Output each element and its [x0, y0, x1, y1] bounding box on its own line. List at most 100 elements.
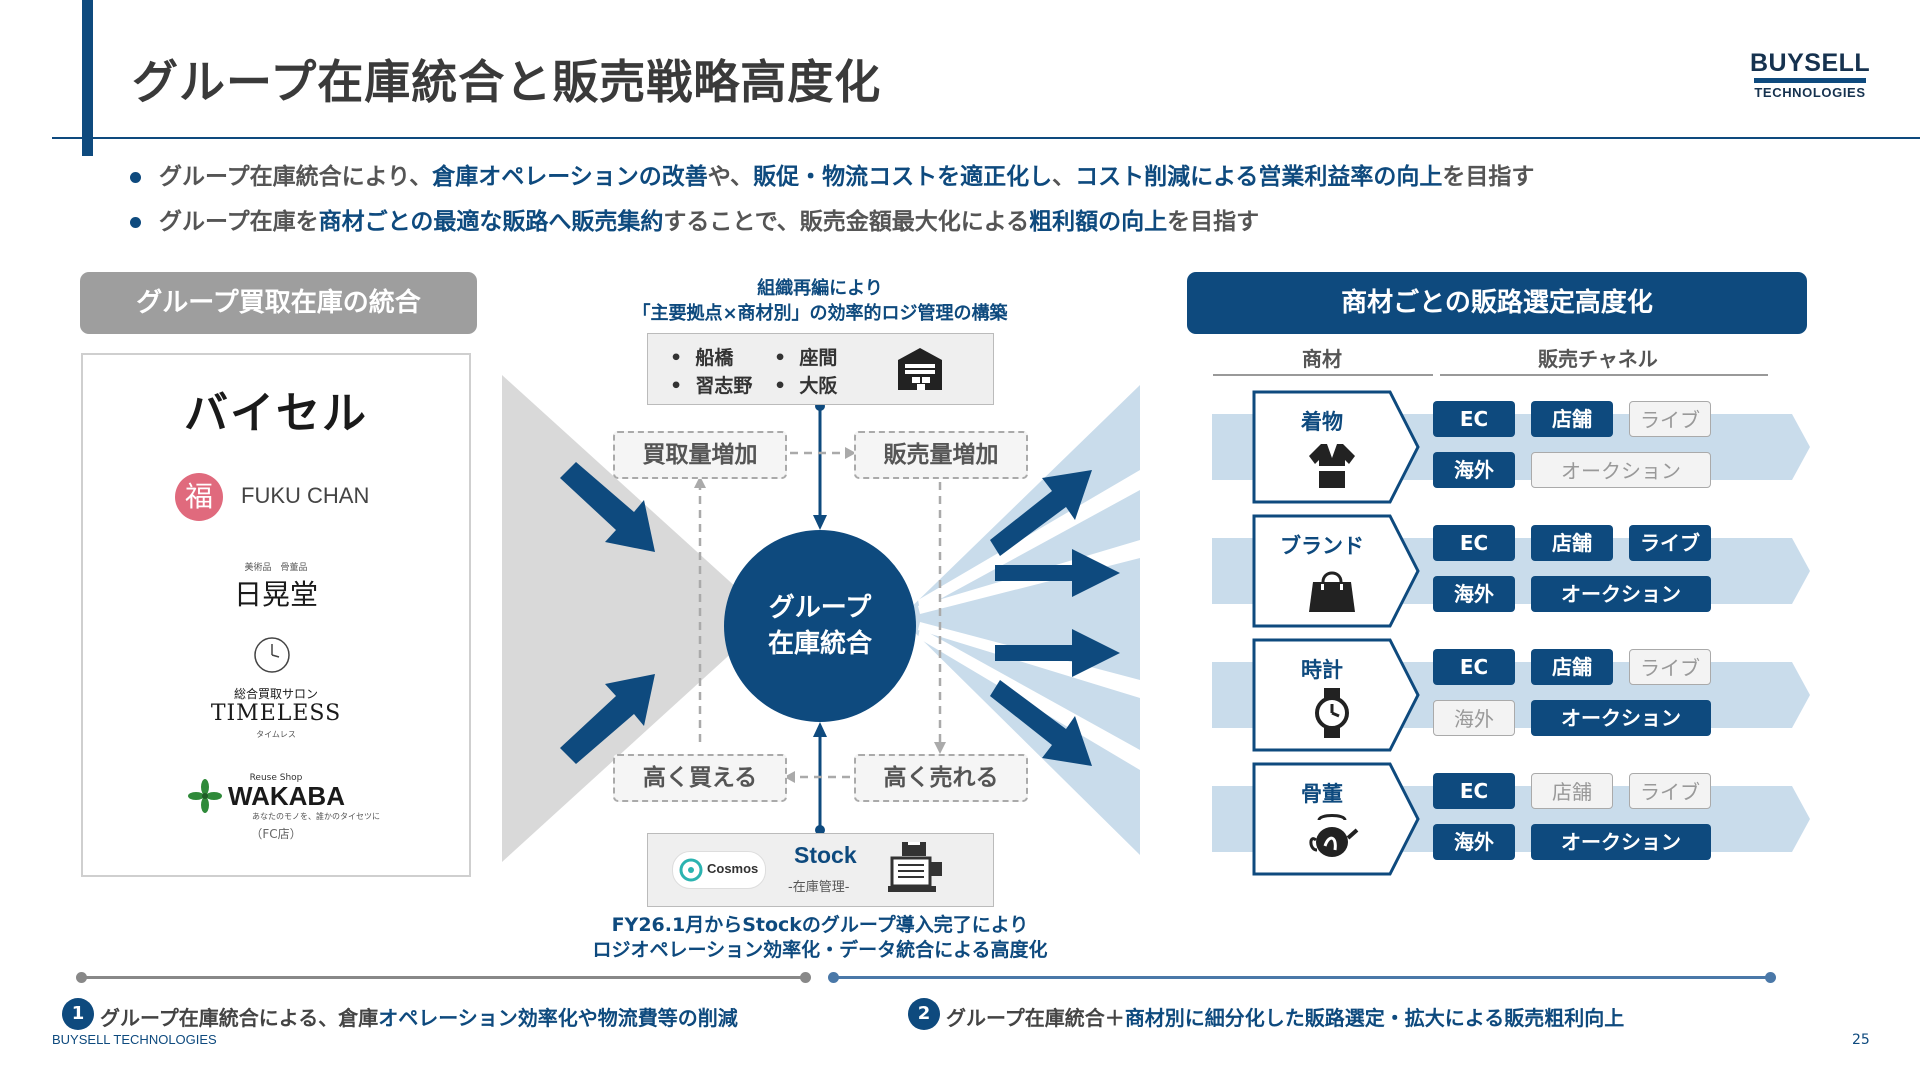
location-item: • 船橋: [670, 347, 734, 369]
reorg-note: 組織再編により 「主要拠点×商材別」の効率的ロジ管理の構築: [560, 276, 1080, 326]
bullet-text: することで、販売金額最大化による: [663, 209, 1030, 235]
bullet-highlight: コスト削減による営業利益率の向上: [1075, 164, 1443, 190]
title-accent-bar: [82, 0, 93, 156]
footer-line-1: [80, 976, 808, 979]
bullet-text: グループ在庫を: [159, 209, 319, 235]
reorg-note-line2: 「主要拠点×商材別」の効率的ロジ管理の構築: [632, 303, 1008, 324]
cosmos-label: Cosmos: [707, 861, 759, 876]
wakaba-logo: WAKABA: [228, 781, 345, 811]
bullet-text: 、: [1052, 164, 1076, 190]
inbound-arrows: [560, 462, 655, 764]
footer-line-1-dot: [76, 972, 87, 983]
wakaba-subtitle: あなたのモノを、誰かのタイセツに: [252, 812, 380, 821]
location-item: • 座間: [774, 347, 838, 369]
right-section-header: 商材ごとの販路選定高度化: [1187, 272, 1807, 334]
bullet-text: グループ在庫統合により、: [159, 164, 433, 190]
bullet-dot: [130, 172, 141, 183]
product-name: ブランド: [1280, 534, 1364, 558]
channel-chip-store: 店舗: [1531, 525, 1613, 561]
product-name: 時計: [1301, 658, 1343, 682]
sell-volume-up-box: 販売量増加: [854, 431, 1028, 479]
watch-icon: [1305, 686, 1359, 744]
channel-chip-store: 店舗: [1531, 649, 1613, 685]
cosmos-badge: Cosmos: [672, 851, 766, 889]
clock-icon: [252, 635, 292, 679]
timeless-tagline: 総合買取サロン: [233, 687, 318, 701]
nikkodo-tagline: 美術品 骨董品: [244, 563, 308, 573]
stock-system-box: Cosmos Stock -在庫管理-: [647, 833, 994, 907]
company-logo: BUYSELL TECHNOLOGIES: [1750, 50, 1870, 100]
channel-chip-live: ライブ: [1629, 773, 1711, 809]
product-name: 骨董: [1301, 782, 1343, 806]
product-name: 着物: [1301, 410, 1343, 434]
cosmos-icon: [679, 858, 703, 882]
bullet-highlight: 倉庫オペレーションの改善: [432, 164, 708, 190]
inventory-laptop-icon: [886, 840, 946, 904]
page-number: 25: [1852, 1032, 1870, 1048]
bullet-highlight: 商材ごとの最適な販路へ販売集約: [318, 209, 664, 235]
footer-line-1-dot: [800, 972, 811, 983]
logo-text-buysell: BUYSELL: [1750, 49, 1871, 77]
stock-sublabel: -在庫管理-: [788, 880, 850, 895]
page-title: グループ在庫統合と販売戦略高度化: [132, 55, 882, 109]
circle-line1: グループ: [768, 593, 872, 623]
channel-chip-overseas: 海外: [1433, 700, 1515, 736]
leaf-icon: [188, 779, 222, 817]
product-header-rule: [1213, 374, 1433, 376]
location-item: • 大阪: [774, 375, 838, 397]
footer-point-1: グループ在庫統合による、倉庫オペレーション効率化や物流費等の削減: [100, 1006, 738, 1030]
footer-point-2: グループ在庫統合＋商材別に細分化した販路選定・拡大による販売粗利向上: [946, 1006, 1625, 1030]
footer-line-2: [832, 976, 1772, 979]
bullet-2: グループ在庫を商材ごとの最適な販路へ販売集約することで、販売金額最大化による粗利…: [130, 202, 1259, 236]
reorg-note-line1: 組織再編により: [757, 278, 883, 299]
teapot-icon: [1305, 810, 1359, 868]
timeless-logo: TIMELESS: [210, 701, 342, 726]
left-section-header: グループ買取在庫の統合: [80, 272, 477, 334]
channel-chip-ec: EC: [1433, 773, 1515, 809]
channel-row: ブランド EC 店舗ライブ海外オークション: [0, 514, 1920, 634]
footer-line-2-dot: [828, 972, 839, 983]
channel-chip-overseas: 海外: [1433, 824, 1515, 860]
stock-note: FY26.1月からStockのグループ導入完了により ロジオペレーション効率化・…: [560, 913, 1080, 963]
channel-chip-auction: オークション: [1531, 824, 1711, 860]
channel-row: 骨董 EC 店舗ライブ海外オークション: [0, 762, 1920, 882]
channel-chip-live: ライブ: [1629, 401, 1711, 437]
stock-note-line1: FY26.1月からStockのグループ導入完了により: [611, 914, 1029, 936]
channel-chip-auction: オークション: [1531, 700, 1711, 736]
footer-number-2: 2: [908, 998, 940, 1030]
timeless-kana: タイムレス: [256, 730, 296, 739]
footer-number-1: 1: [62, 998, 94, 1030]
channel-chip-store: 店舗: [1531, 773, 1613, 809]
channel-chip-store: 店舗: [1531, 401, 1613, 437]
fukuchan-logo: FUKU CHAN: [241, 483, 370, 508]
footer-company: BUYSELL TECHNOLOGIES: [52, 1032, 217, 1047]
channel-column-header: 販売チャネル: [1538, 347, 1658, 371]
outbound-arrows: [990, 470, 1120, 766]
channel-chip-overseas: 海外: [1433, 576, 1515, 612]
channel-chip-auction: オークション: [1531, 576, 1711, 612]
title-divider: [52, 137, 1920, 139]
sell-high-box: 高く売れる: [854, 754, 1028, 802]
buy-high-box: 高く買える: [613, 754, 787, 802]
circle-line2: 在庫統合: [767, 629, 872, 659]
stock-label: Stock: [794, 842, 857, 868]
channel-chip-live: ライブ: [1629, 525, 1711, 561]
bullet-1: グループ在庫統合により、倉庫オペレーションの改善や、販促・物流コストを適正化し、…: [130, 157, 1534, 191]
channel-chip-live: ライブ: [1629, 649, 1711, 685]
bag-icon: [1305, 562, 1359, 620]
footer-line-2-dot: [1765, 972, 1776, 983]
stock-note-line2: ロジオペレーション効率化・データ統合による高度化: [592, 939, 1048, 961]
wakaba-fc-note: （FC店）: [250, 827, 302, 841]
location-item: • 習志野: [670, 375, 753, 397]
logo-text-technologies: TECHNOLOGIES: [1754, 85, 1866, 100]
bullet-dot: [130, 217, 141, 228]
kimono-icon: [1305, 438, 1359, 496]
bullet-highlight: 販促・物流コストを適正化し: [753, 164, 1053, 190]
product-column-header: 商材: [1302, 347, 1342, 371]
channel-chip-ec: EC: [1433, 525, 1515, 561]
bullet-text: を目指す: [1167, 209, 1260, 235]
wakaba-tagline: Reuse Shop: [249, 773, 303, 783]
